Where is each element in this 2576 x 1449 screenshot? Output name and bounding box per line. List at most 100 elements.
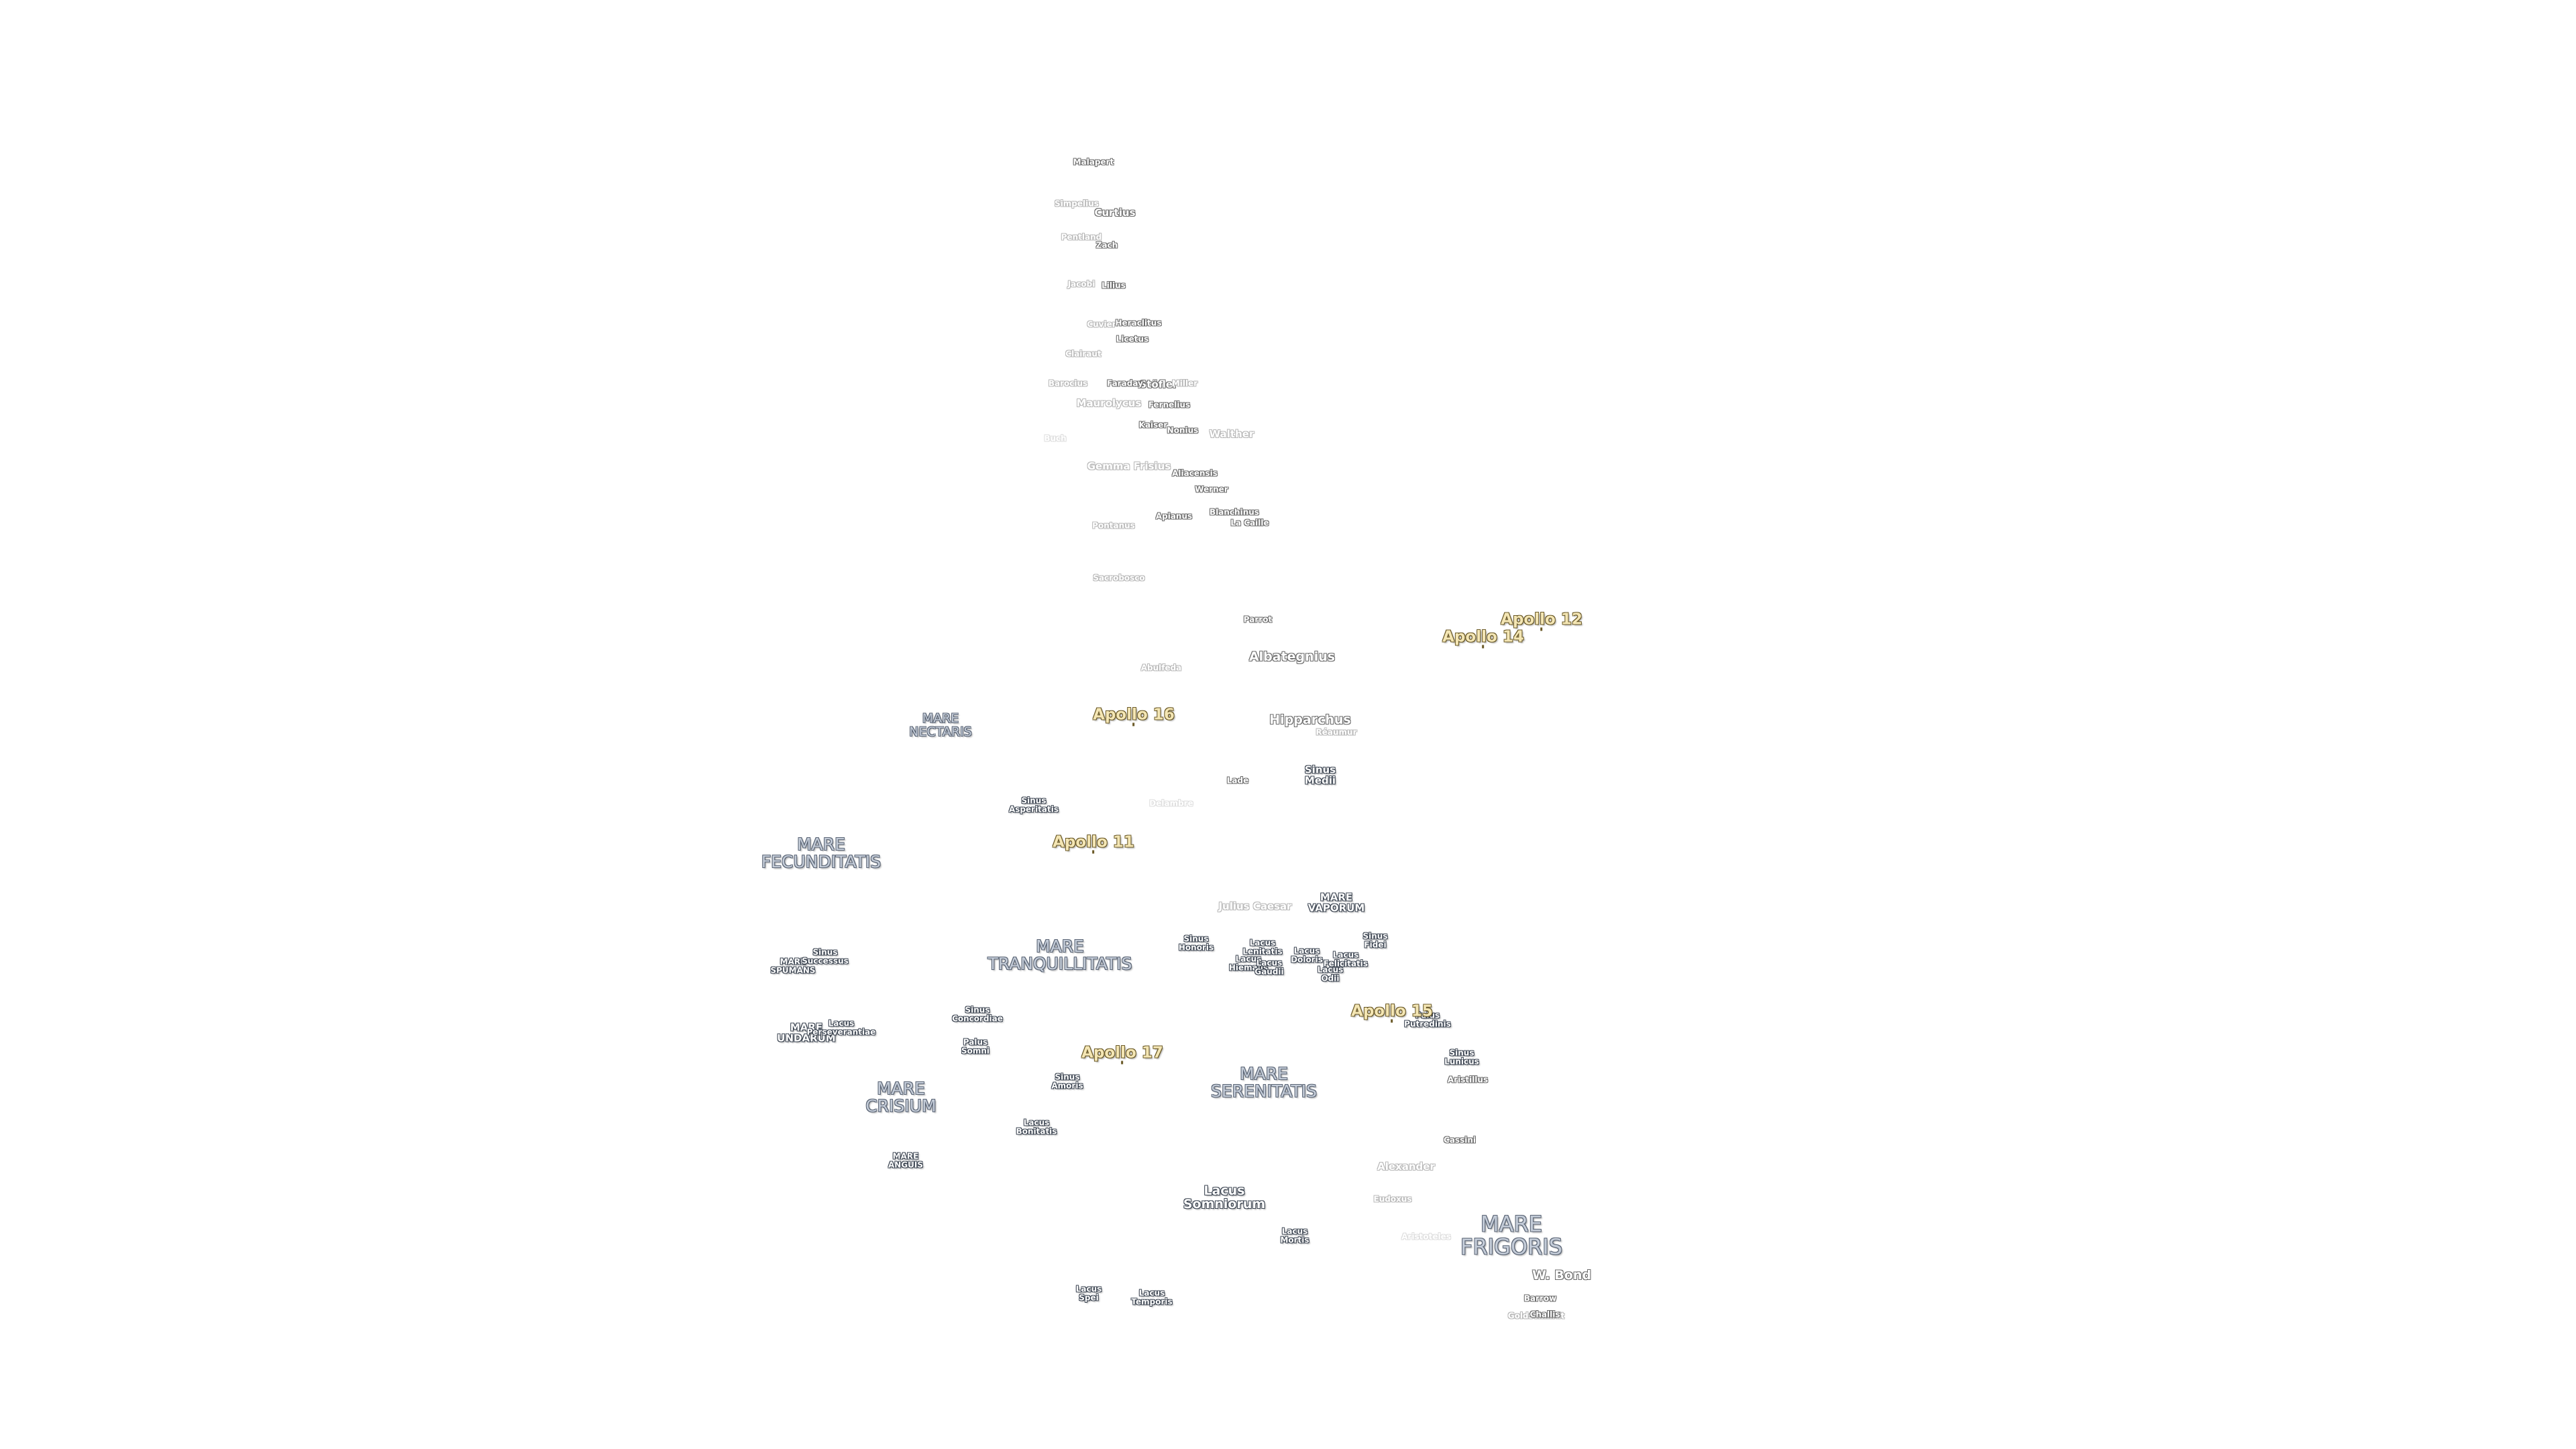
map-label-nonius[interactable]: Nonius xyxy=(1167,427,1199,435)
map-label-lacus-perseverantiae[interactable]: Lacus Perseverantiae xyxy=(807,1019,876,1036)
map-label-lacus-temporis[interactable]: Lacus Temporis xyxy=(1131,1289,1172,1305)
map-label-fernelius[interactable]: Fernelius xyxy=(1148,401,1190,410)
map-label-miller[interactable]: Miller xyxy=(1172,380,1197,388)
map-label-lacus-mortis[interactable]: Lacus Mortis xyxy=(1280,1227,1309,1244)
map-label-r-aumur[interactable]: Réaumur xyxy=(1316,729,1357,737)
map-label-eudoxus[interactable]: Eudoxus xyxy=(1374,1195,1412,1204)
map-label-lacus-felicitatis[interactable]: Lacus Felicitatis xyxy=(1324,951,1368,967)
map-label-lacus-gaudii[interactable]: Lacus Gaudii xyxy=(1254,959,1283,975)
label-text: Lade xyxy=(1226,775,1249,786)
map-label-parrot[interactable]: Parrot xyxy=(1244,616,1272,625)
map-label-mare-tranquillitatis[interactable]: MARE TRANQUILLITATIS xyxy=(987,937,1132,973)
map-label-barrow[interactable]: Barrow xyxy=(1524,1295,1556,1303)
label-text: Apollo 11 xyxy=(1053,833,1134,851)
map-label-blanchinus[interactable]: Blanchinus xyxy=(1210,508,1259,517)
map-label-cuvier[interactable]: Cuvier xyxy=(1087,321,1116,329)
map-label-sinus-lunicus[interactable]: Sinus Lunicus xyxy=(1444,1049,1479,1065)
map-label-faraday[interactable]: Faraday xyxy=(1107,380,1143,388)
map-label-mare-fecunditatis[interactable]: MARE FECUNDITATIS xyxy=(761,835,881,871)
apollo-site-apollo-16[interactable]: Apollo 16 xyxy=(1093,706,1175,727)
map-label-simpelius[interactable]: Simpelius xyxy=(1055,200,1099,209)
apollo-site-apollo-14[interactable]: Apollo 14 xyxy=(1442,628,1524,649)
map-label-pentland[interactable]: Pentland xyxy=(1061,233,1102,242)
map-label-buch[interactable]: Buch xyxy=(1044,435,1066,443)
map-label-lade[interactable]: Lade xyxy=(1227,777,1248,786)
map-label-pontanus[interactable]: Pontanus xyxy=(1092,522,1135,531)
label-text: Pentland xyxy=(1061,232,1102,242)
map-label-gemma-frisius[interactable]: Gemma Frisius xyxy=(1087,461,1171,472)
map-label-lacus-bonitatis[interactable]: Lacus Bonitatis xyxy=(1016,1118,1057,1135)
map-label-maurolycus[interactable]: Maurolycus xyxy=(1077,398,1142,409)
label-text: Apollo 14 xyxy=(1442,628,1524,646)
label-text: Zach xyxy=(1095,240,1118,250)
map-label-goldschmidt[interactable]: Goldschmidt xyxy=(1508,1312,1565,1321)
map-label-la-caille[interactable]: La Caille xyxy=(1230,519,1269,528)
map-label-licetus[interactable]: Licetus xyxy=(1116,335,1148,344)
map-label-sinus-amoris[interactable]: Sinus Amoris xyxy=(1051,1073,1083,1089)
map-label-walther[interactable]: Walther xyxy=(1210,429,1254,440)
map-label-sinus-medii[interactable]: Sinus Medii xyxy=(1305,764,1336,786)
map-label-lacus-lenitatis[interactable]: Lacus Lenitatis xyxy=(1242,938,1282,955)
map-label-werner[interactable]: Werner xyxy=(1195,486,1228,494)
map-label-abulfeda[interactable]: Abulfeda xyxy=(1141,664,1182,673)
map-label-palus-somni[interactable]: Palus Somni xyxy=(961,1038,989,1055)
label-text: Apianus xyxy=(1155,511,1193,521)
map-label-palus-putredinis[interactable]: Palus Putredinis xyxy=(1404,1011,1451,1028)
map-label-mare-frigoris[interactable]: MARE FRIGORIS xyxy=(1460,1213,1562,1258)
label-text: Lacus Perseverantiae xyxy=(806,1018,876,1036)
label-text: Parrot xyxy=(1243,614,1273,625)
map-label-sinus-honoris[interactable]: Sinus Honoris xyxy=(1179,934,1214,951)
map-label-aristillus[interactable]: Aristillus xyxy=(1448,1076,1488,1085)
map-label-apianus[interactable]: Apianus xyxy=(1156,513,1192,521)
map-label-mare-nectaris[interactable]: MARE NECTARIS xyxy=(909,712,971,739)
map-label-hipparchus[interactable]: Hipparchus xyxy=(1269,713,1350,727)
map-label-zach[interactable]: Zach xyxy=(1096,241,1118,250)
map-label-w-bond[interactable]: W. Bond xyxy=(1532,1269,1591,1283)
map-label-sinus-successus[interactable]: Sinus Successus xyxy=(802,948,849,965)
map-label-mare-anguis[interactable]: MARE ANGUIS xyxy=(888,1152,923,1169)
label-text: Fernelius xyxy=(1148,400,1191,410)
label-text: Aristoteles xyxy=(1401,1232,1451,1242)
map-label-mare-serenitatis[interactable]: MARE SERENITATIS xyxy=(1211,1065,1317,1101)
map-label-aliacensis[interactable]: Aliacensis xyxy=(1172,470,1218,478)
map-label-kaiser[interactable]: Kaiser xyxy=(1139,421,1168,430)
map-label-sinus-asperitatis[interactable]: Sinus Asperitatis xyxy=(1009,796,1059,813)
label-text: Apollo 12 xyxy=(1501,610,1582,629)
map-label-mare-vaporum[interactable]: MARE VAPORUM xyxy=(1308,892,1365,914)
apollo-site-apollo-12[interactable]: Apollo 12 xyxy=(1501,611,1582,631)
map-label-albategnius[interactable]: Albategnius xyxy=(1249,650,1335,664)
label-text: Challis xyxy=(1529,1309,1560,1320)
map-label-clairaut[interactable]: Clairaut xyxy=(1065,350,1101,359)
map-label-lacus-hiemalis[interactable]: Lacus Hiemalis xyxy=(1229,955,1268,971)
apollo-site-apollo-17[interactable]: Apollo 17 xyxy=(1081,1044,1163,1065)
map-label-sacrobosco[interactable]: Sacrobosco xyxy=(1093,574,1144,583)
map-label-malapert[interactable]: Malapert xyxy=(1073,158,1114,167)
map-label-sinus-concordiae[interactable]: Sinus Concordiae xyxy=(952,1006,1003,1022)
apollo-site-apollo-15[interactable]: Apollo 15 xyxy=(1351,1003,1433,1023)
map-label-aristoteles[interactable]: Aristoteles xyxy=(1401,1233,1451,1242)
map-label-lacus-spei[interactable]: Lacus Spei xyxy=(1076,1285,1102,1301)
map-label-lilius[interactable]: Lilius xyxy=(1102,282,1126,290)
label-text: Sinus Concordiae xyxy=(952,1005,1003,1023)
map-label-challis[interactable]: Challis xyxy=(1530,1311,1560,1320)
map-label-delambre[interactable]: Delambre xyxy=(1149,800,1193,808)
map-label-sinus-fidei[interactable]: Sinus Fidei xyxy=(1363,932,1388,949)
map-label-alexander[interactable]: Alexander xyxy=(1377,1161,1435,1173)
map-label-cassini[interactable]: Cassini xyxy=(1444,1136,1476,1145)
map-label-lacus-somniorum[interactable]: Lacus Somniorum xyxy=(1183,1184,1265,1212)
map-label-julius-caesar[interactable]: Julius Caesar xyxy=(1218,901,1291,912)
map-label-heraclitus[interactable]: Heraclitus xyxy=(1116,319,1162,328)
map-label-lacus-odii[interactable]: Lacus Odii xyxy=(1318,965,1344,982)
map-label-lacus-doloris[interactable]: Lacus Doloris xyxy=(1291,947,1323,963)
label-text: Werner xyxy=(1195,484,1228,494)
map-label-mare-crisium[interactable]: MARE CRISIUM xyxy=(865,1078,936,1116)
map-label-st-fler[interactable]: Stöfler xyxy=(1140,379,1178,390)
map-label-mare-undarum[interactable]: MARE UNDARUM xyxy=(777,1022,835,1044)
label-text: MARE CRISIUM xyxy=(865,1078,936,1116)
label-text: Delambre xyxy=(1149,798,1193,808)
map-label-barocius[interactable]: Barocius xyxy=(1049,380,1087,388)
map-label-curtius[interactable]: Curtius xyxy=(1094,207,1135,219)
map-label-jacobi[interactable]: Jacobi xyxy=(1068,280,1095,289)
map-label-mare-spumans[interactable]: MARE SPUMANS xyxy=(770,957,815,974)
apollo-site-apollo-11[interactable]: Apollo 11 xyxy=(1053,833,1134,854)
